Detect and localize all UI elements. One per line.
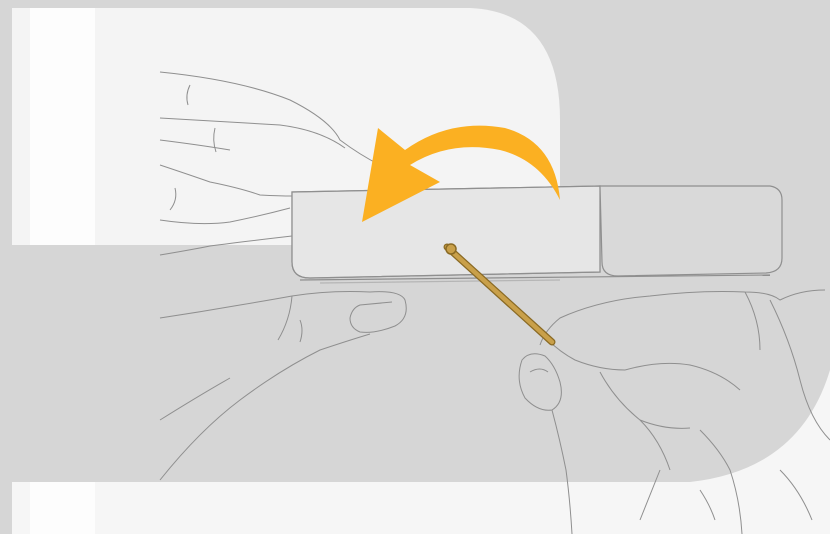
background-panel-strip: [30, 8, 95, 245]
device-casing-icon: [292, 186, 782, 283]
background-lower-strip: [30, 482, 95, 534]
background-lower-panel: [12, 482, 830, 534]
